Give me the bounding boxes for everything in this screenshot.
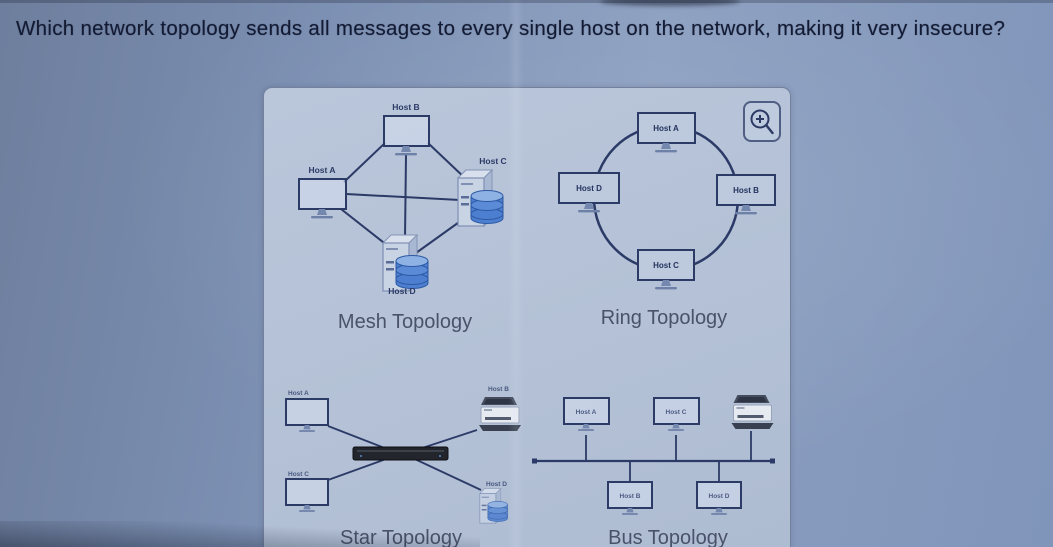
bus-host-d-monitor: Host D [696,481,742,515]
star-host-c-label: Host C [288,471,309,478]
ring-host-d-label: Host D [576,184,602,193]
star-host-b-printer: Host B [478,386,522,432]
ring-topology-caption: Ring Topology [601,307,727,329]
star-host-b-label: Host B [488,386,509,393]
ring-host-a-monitor: Host A [637,112,696,153]
mesh-host-d-server: Host D [382,234,429,296]
star-host-d-server: Host D [479,481,508,524]
zoom-in-icon [750,109,774,134]
mesh-host-c-server: Host C [457,156,507,227]
topology-image-panel: Host B Host A Host C Host D Mesh Topolog… [263,87,791,547]
ring-host-c-label: Host C [653,261,679,270]
topology-diagrams-svg: Host B Host A Host C Host D Mesh Topolog… [285,102,776,547]
mesh-host-c-label: Host C [479,156,506,166]
mesh-host-b-label: Host B [392,102,419,112]
bus-topology-caption: Bus Topology [608,527,728,547]
star-topology-diagram: Host A Host B Host C Host D Star Topolog… [285,386,522,547]
ring-host-b-label: Host B [733,186,759,195]
mesh-host-a-monitor: Host A [298,165,347,219]
bus-host-b-label: Host B [620,493,641,500]
star-host-a-label: Host A [288,390,309,397]
ring-host-d-monitor: Host D [558,172,620,213]
star-topology-caption: Star Topology [340,527,462,547]
ring-host-b-monitor: Host B [716,174,776,215]
zoom-in-button[interactable] [743,101,781,142]
ring-host-c-monitor: Host C [637,249,695,290]
mesh-connections [340,142,468,254]
mesh-host-d-label: Host D [388,286,415,296]
bus-topology-diagram: Host A Host C Host B [532,394,775,547]
star-host-c-monitor: Host C [285,471,329,512]
bus-host-d-label: Host D [709,493,730,500]
mesh-host-a-label: Host A [308,165,335,175]
photo-edge-top [0,0,1053,3]
question-text: Which network topology sends all message… [16,17,1006,40]
bus-host-c-label: Host C [666,409,687,416]
bus-host-a-monitor: Host A [563,397,610,431]
bus-printer [730,394,775,430]
ring-host-a-label: Host A [653,124,679,133]
bus-host-a-label: Host A [576,409,597,416]
bus-host-c-monitor: Host C [653,397,700,431]
bus-host-b-monitor: Host B [607,481,653,515]
ring-topology-diagram: Host A Host B Host D Host C Ring [558,112,776,329]
star-host-a-monitor: Host A [285,390,329,432]
photo-artifact-top [600,0,740,6]
bus-backbone [532,458,775,464]
star-host-d-label: Host D [486,481,507,488]
star-switch [352,446,449,461]
mesh-topology-caption: Mesh Topology [338,311,472,333]
mesh-host-b-monitor: Host B [383,102,430,156]
mesh-topology-diagram: Host B Host A Host C Host D Mesh Topolog… [298,102,507,333]
